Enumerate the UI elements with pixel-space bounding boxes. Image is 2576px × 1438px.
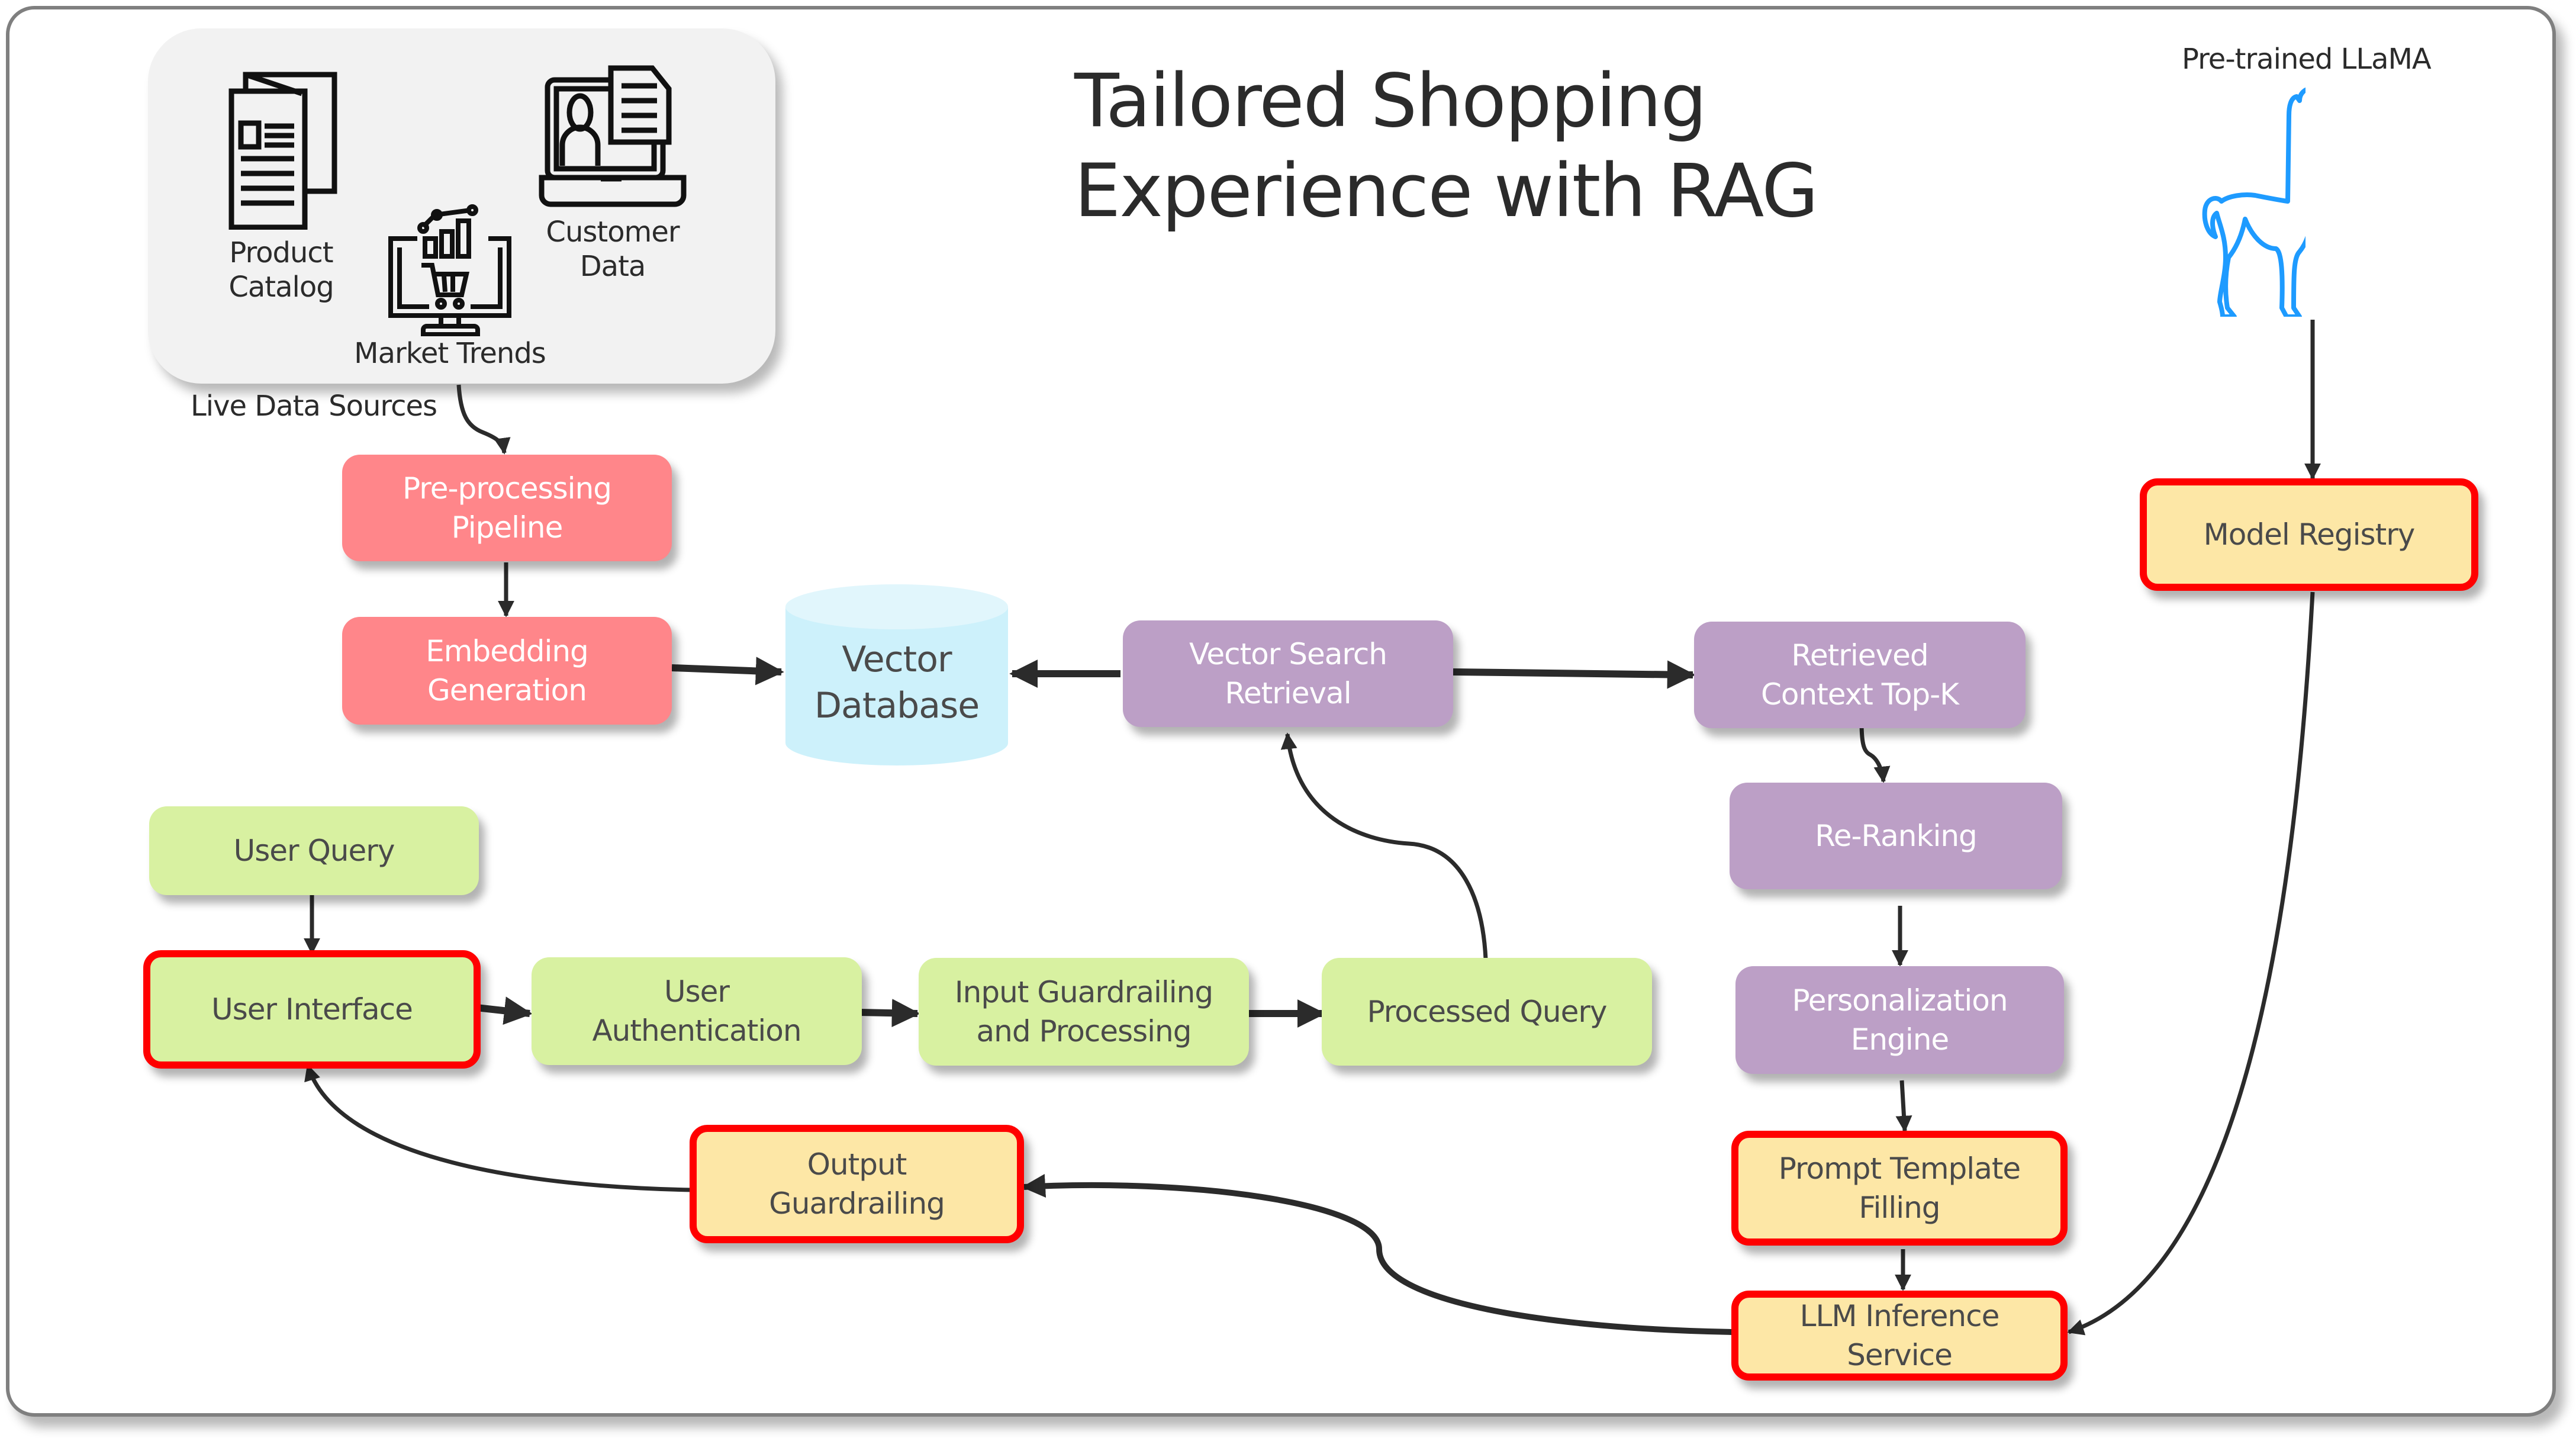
node-retrieved-context-topk[interactable]: Retrieved Context Top-K: [1694, 622, 2026, 728]
laptop-user-document-icon: [539, 65, 687, 207]
node-label: Pre-processing Pipeline: [402, 471, 612, 545]
node-output-guardrailing[interactable]: Output Guardrailing: [690, 1125, 1024, 1243]
live-data-sources-caption: Live Data Sources: [191, 390, 437, 423]
brochure-icon: [228, 72, 337, 230]
node-label: User Query: [233, 834, 395, 868]
node-label: Retrieved Context Top-K: [1761, 638, 1959, 712]
vector-database-cylinder-icon: [785, 584, 1008, 765]
node-label: User Authentication: [592, 974, 801, 1048]
node-embedding-generation[interactable]: Embedding Generation: [342, 617, 672, 725]
node-processed-query[interactable]: Processed Query: [1322, 958, 1652, 1066]
product-catalog-label: Product Catalog: [228, 236, 334, 304]
node-user-query[interactable]: User Query: [149, 806, 479, 895]
node-label: Input Guardrailing and Processing: [954, 975, 1213, 1048]
llama-icon: [2202, 87, 2305, 317]
diagram-title: Tailored Shopping Experience with RAG: [1074, 59, 1818, 234]
node-user-interface[interactable]: User Interface: [143, 950, 481, 1069]
node-input-guardrailing[interactable]: Input Guardrailing and Processing: [919, 958, 1249, 1066]
node-vector-search-retrieval[interactable]: Vector Search Retrieval: [1123, 620, 1453, 727]
node-label: Output Guardrailing: [769, 1147, 945, 1221]
node-model-registry[interactable]: Model Registry: [2140, 478, 2478, 591]
pretrained-llama-label: Pre-trained LLaMA: [2182, 43, 2432, 76]
node-label: Re-Ranking: [1815, 819, 1978, 853]
node-llm-inference-service[interactable]: LLM Inference Service: [1731, 1291, 2068, 1381]
node-label: Processed Query: [1367, 995, 1607, 1029]
node-label: Personalization Engine: [1792, 983, 2008, 1057]
node-preprocessing-pipeline[interactable]: Pre-processing Pipeline: [342, 455, 672, 561]
node-prompt-template-filling[interactable]: Prompt Template Filling: [1731, 1131, 2068, 1246]
market-trends-label: Market Trends: [354, 337, 546, 370]
node-label: Model Registry: [2203, 517, 2416, 552]
customer-data-label: Customer Data: [546, 215, 680, 283]
node-label: Embedding Generation: [426, 634, 589, 707]
node-user-authentication[interactable]: User Authentication: [532, 957, 862, 1065]
vector-database-label: Vector Database: [814, 639, 980, 726]
node-label: LLM Inference Service: [1799, 1299, 2000, 1372]
node-label: Vector Search Retrieval: [1189, 637, 1387, 710]
node-label: User Interface: [211, 992, 413, 1027]
monitor-chart-cart-icon: [388, 204, 511, 336]
node-personalization-engine[interactable]: Personalization Engine: [1735, 966, 2064, 1074]
node-label: Prompt Template Filling: [1778, 1151, 2021, 1225]
live-data-sources-panel: Product Catalog Customer Data: [148, 28, 775, 384]
node-reranking[interactable]: Re-Ranking: [1730, 783, 2062, 889]
